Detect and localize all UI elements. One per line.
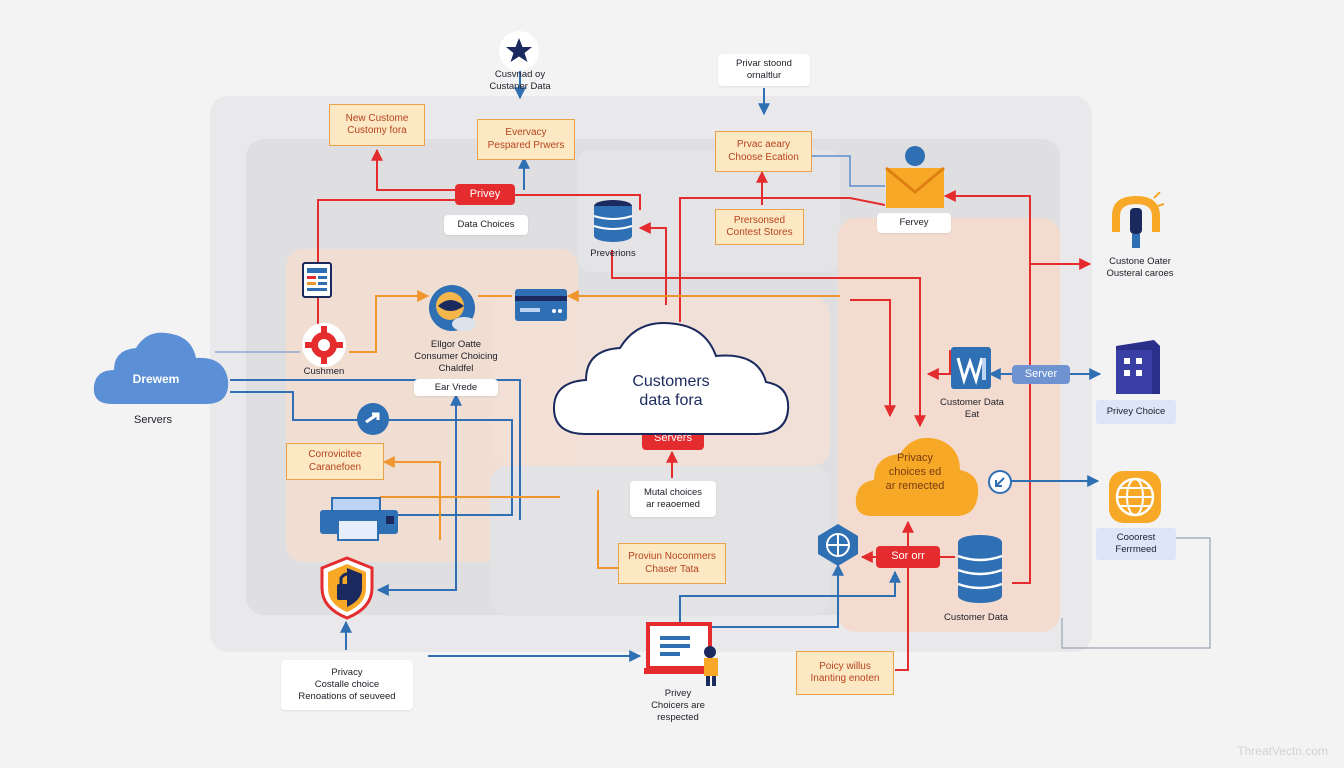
ear-vredr-label: Ear Vrede [414,379,498,396]
data-choices-label: Data Choices [444,215,528,235]
gear-icon [302,323,346,367]
network-globe-icon [818,524,858,566]
shield-lock-icon [320,556,374,620]
privey-choice-label: Privey Choice [1096,400,1176,424]
new-customer-box: New Custome Customy fora [329,104,425,146]
printer-icon [320,497,398,541]
database-icon [957,535,1003,603]
lightbulb-icon [1112,192,1164,248]
computer-user-icon [644,622,718,686]
customer-right-label: Custone Oater Ousteral caroes [1106,256,1174,279]
orange-globe-icon [1109,471,1161,523]
fervey-label: Fervey [877,213,951,233]
right-peach-panel [838,218,1060,632]
privacy-choice-box: Prvac aeary Choose Ecation [715,131,812,172]
personalized-box: Prersonsed Contest Stores [715,209,804,245]
elligor-label: Ellgor Oatte Consumer Choicing Chaldfel [414,339,498,374]
every-privacy-box: Evervacy Pespared Prwers [477,119,575,160]
preventions-label: Preverions [590,248,636,259]
privacy-bottom-box: Privacy Costalle choice Renoations of se… [281,660,413,710]
server-blue-label: Server [1012,365,1070,384]
server-red-label: Sor orr [876,546,940,568]
document-icon [302,262,332,298]
top-star-label: Cusvnad oy Custaner Data [489,69,551,92]
orange-cloud-text: Privacy choices ed ar remected [885,452,945,492]
cloud-icon [93,332,229,404]
mail-user-icon [885,146,945,208]
refresh-icon [988,470,1012,494]
center-cloud-text: Customers data fora [632,373,710,410]
mutual-choices-box: Mutal choices ar reaoemed [630,481,716,517]
privacy-respected-label: Privey Choicers are respected [651,688,705,723]
globe-user-icon [429,285,476,331]
cuorrest-label: Cooorest Ferrmeed [1096,528,1176,560]
top-right-label: Privar stoond ornaltlur [718,54,810,86]
privey-red-label: Privey [455,184,515,205]
cushmen-label: Cushmen [303,366,345,377]
policy-win-box: Poicy willus Inanting enoten [796,651,894,695]
left-cloud-text: Drewem [132,372,180,386]
cloud-icon [552,322,790,435]
customer-data-label: Customer Data [944,612,1008,623]
left-cloud-caption: Servers [134,414,172,426]
refresh-icon [357,403,389,435]
cloud-icon [855,437,979,516]
star-icon [499,31,539,71]
watermark: ThreatVectn.com [1237,744,1328,758]
credit-card-icon [515,289,567,321]
problem-box: Proviun Noconmers Chaser Tata [618,543,726,584]
corrective-box: Corrovicitee Caranefoen [286,443,384,480]
customer-data-eat-label: Customer Data Eat [940,397,1004,420]
database-icon [593,200,633,242]
building-icon [1116,340,1160,394]
wifi-server-icon [951,347,991,389]
